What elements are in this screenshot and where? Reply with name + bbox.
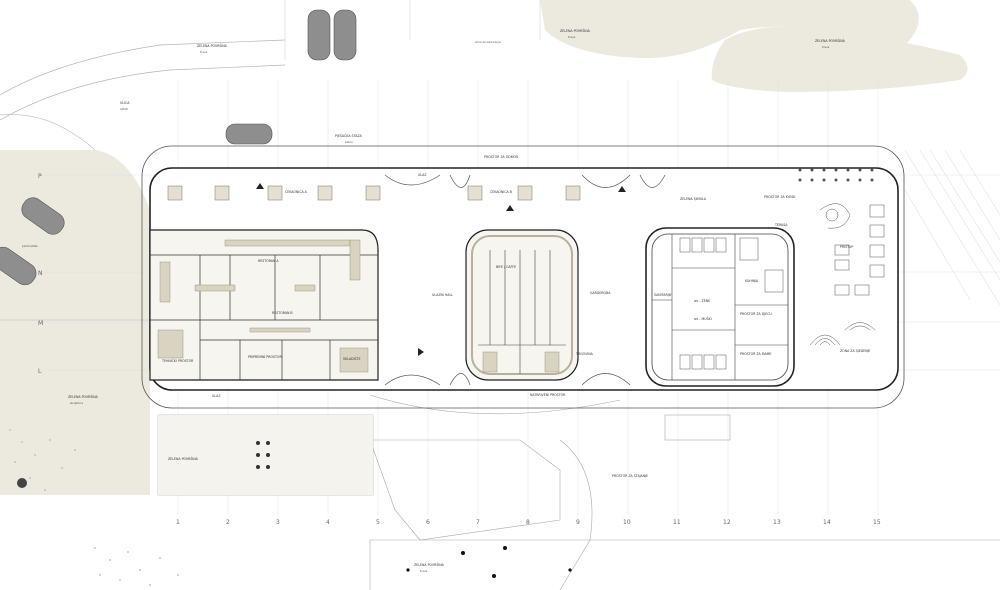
bottom-road-strip	[158, 415, 373, 495]
pod-b	[465, 229, 579, 381]
axis-letter: N	[38, 270, 43, 277]
label-prostor-za-stajanje: PROSTOR ZA STAJANJE	[612, 474, 648, 478]
label-zelena-povrsina-right-sub: trava	[568, 35, 576, 39]
label-zelena-povrsina-lower-sub: trava	[420, 569, 428, 573]
cars-left	[0, 197, 65, 286]
axis-number: 7	[476, 519, 480, 526]
label-ulica: ULICA	[120, 101, 130, 105]
axis-number: 9	[576, 519, 580, 526]
label-ulica-sub: asfalt	[120, 107, 129, 111]
road-curve-left	[0, 114, 150, 321]
hatch-right	[904, 149, 1000, 306]
green-area-top-right-1	[540, 0, 919, 59]
green-area-top-right-2	[711, 26, 968, 93]
pod-a	[149, 229, 379, 381]
entry-arrows	[256, 183, 626, 356]
road-edge-top	[284, 0, 541, 60]
label-zelena-povrsina-far-right: ZELENA POVRŠINA	[815, 38, 846, 43]
axis-numbers: 1 2 3 4 5 6 7 8 9 10 11 12 13 14 15	[176, 519, 881, 526]
axis-number: 10	[623, 519, 631, 526]
label-prostor-za-odmor: PROSTOR ZA ODMOR	[484, 155, 519, 159]
axis-number: 3	[276, 519, 280, 526]
plaza-bollards	[406, 546, 572, 578]
axis-number: 14	[823, 519, 831, 526]
label-terasa: TERASA	[774, 223, 788, 227]
bicycle-racks	[256, 441, 270, 469]
axis-letter: M	[38, 320, 43, 327]
label-bife-caffe: BIFE / CAFFE	[496, 265, 516, 269]
label-zelena-povrsina-top: ZELENA POVRŠINA	[197, 43, 228, 48]
label-zelena-povrsina-lower: ZELENA POVRŠINA	[414, 562, 445, 567]
label-prostor-za-djecu: PROSTOR ZA DJECU	[740, 312, 772, 316]
axis-letters: P N M L	[38, 173, 43, 375]
access-road-top-left	[0, 39, 286, 121]
label-pjesacka: PJEŠAČKA STAZA	[335, 133, 363, 138]
axis-number: 12	[723, 519, 731, 526]
label-wc-zene: wc - ŽENE	[694, 298, 710, 303]
canopy-outline	[141, 145, 905, 409]
label-restoran-b: RESTORAN B	[272, 311, 293, 315]
label-zelena-povrsina-right: ZELENA POVRŠINA	[560, 28, 591, 33]
parking-left	[0, 150, 150, 495]
label-prostor-za-mame: PROSTOR ZA MAME	[740, 352, 771, 356]
waiting-area-tables	[167, 185, 581, 201]
label-zelena-povrsina-top-sub: trava	[200, 50, 208, 54]
label-ulaz-center: ULAZ	[418, 173, 427, 177]
pod-c	[645, 227, 795, 387]
label-sanitarije: SANITARIJE	[654, 293, 672, 297]
label-cekaonica-a: ČEKAONICA A	[285, 189, 308, 194]
axis-number: 13	[773, 519, 781, 526]
label-garderoba: GARDEROBA	[590, 291, 611, 295]
label-wc-muski: wc - MUŠKI	[694, 316, 712, 321]
label-ulaz-west: ULAZ	[212, 394, 221, 398]
label-trgovina: TRGOVINA	[575, 352, 594, 356]
cafe-tables	[798, 168, 874, 182]
axis-number: 15	[873, 519, 881, 526]
lamp-post	[17, 478, 27, 488]
axis-number: 8	[526, 519, 530, 526]
shrubs-bottom-left	[9, 429, 179, 586]
axis-number: 4	[326, 519, 330, 526]
label-pjesacka-sub: beton	[345, 140, 353, 144]
axis-number: 2	[226, 519, 230, 526]
axis-letter: P	[38, 173, 42, 180]
label-zelena-sjenila: ZELENA SJENILA	[680, 197, 707, 201]
label-kuhinja: KUHINJA	[745, 279, 759, 283]
label-parkiraliste: parkiralište	[22, 244, 38, 248]
cars-top	[225, 9, 357, 145]
axis-letter: L	[38, 368, 42, 375]
label-zona-parking: zona za parkiranje	[475, 40, 501, 44]
label-zelena-povrsina-left: ZELENA POVRŠINA	[68, 394, 99, 399]
label-pripremni-prostor: PRIPREMNI PROSTOR	[248, 355, 282, 359]
label-restoran-a: RESTORAN A	[258, 259, 279, 263]
axis-number: 5	[376, 519, 380, 526]
terrace-seating	[809, 203, 885, 346]
label-cekaonica-b: ČEKAONICA B	[490, 189, 512, 194]
label-zelena-povrsina-left-sub: skulptura	[70, 401, 83, 405]
axis-number: 11	[673, 519, 681, 526]
canopy-arches	[384, 174, 666, 386]
axis-number: 6	[426, 519, 430, 526]
label-natkriveni-prostor: NATKRIVENI PROSTOR	[530, 393, 566, 397]
label-zona-za-sjedenje: ZONA ZA SJEDENJE	[840, 349, 870, 353]
label-pristup: PRISTUP	[840, 245, 853, 249]
label-skladiste: SKLADIŠTE	[343, 356, 361, 361]
axis-number: 1	[176, 519, 180, 526]
label-zelena-povrsina-far-right-sub: trava	[822, 45, 830, 49]
label-zelena-povrsina-bottom: ZELENA POVRŠINA	[168, 456, 199, 461]
label-tehnicki-prostor: TEHNIČKI PROSTOR	[161, 358, 194, 363]
label-ulazni-hall: ULAZNI HALL	[432, 293, 453, 297]
label-prostor-kiosk: PROSTOR ZA KIOSK	[764, 195, 796, 199]
